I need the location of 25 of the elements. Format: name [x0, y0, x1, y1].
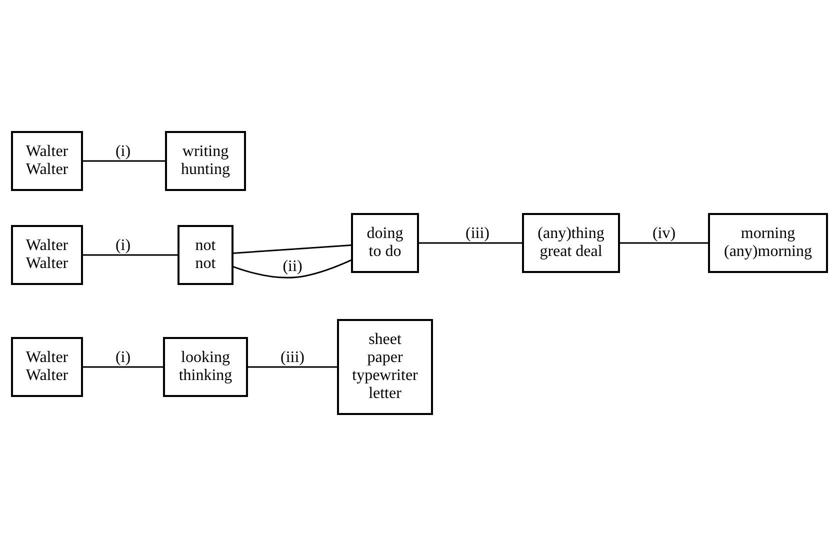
node-box: Walter Walter: [11, 336, 83, 396]
connector: [82, 366, 164, 368]
connector: [247, 366, 338, 368]
edge-label: (i): [115, 142, 131, 160]
connector: [232, 258, 352, 278]
edge-label: (i): [115, 236, 131, 254]
node-box: writing hunting: [165, 130, 246, 190]
edge-label: (iv): [652, 224, 676, 242]
connector: [418, 242, 523, 244]
edge-label: (ii): [282, 257, 302, 274]
node-box: morning (any)morning: [708, 212, 828, 272]
node-box: sheet paper typewriter letter: [337, 318, 433, 414]
edge-label: (iii): [466, 224, 490, 242]
node-box: Walter Walter: [11, 224, 83, 284]
connector: [619, 242, 709, 244]
node-box: Walter Walter: [11, 130, 83, 190]
node-box: not not: [178, 224, 234, 284]
node-box: (any)thing great deal: [522, 212, 620, 272]
connector: [82, 160, 166, 162]
edge-label: (i): [115, 348, 131, 366]
node-box: doing to do: [351, 212, 419, 272]
node-box: looking thinking: [163, 336, 248, 396]
connector: [232, 244, 352, 254]
edge-label: (iii): [280, 348, 304, 366]
connector: [82, 254, 178, 256]
